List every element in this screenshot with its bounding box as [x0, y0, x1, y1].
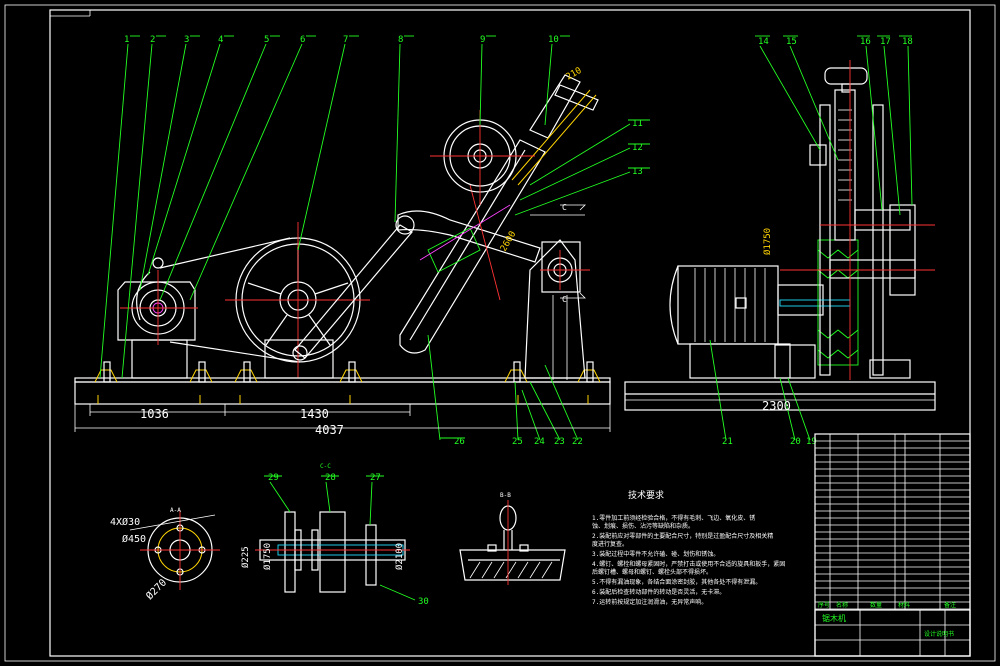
part-label: 11 — [632, 119, 643, 129]
tech-note: 蚀、划痕、损伤、沾污等缺陷和杂质。 — [592, 522, 694, 530]
section-c-mark-bottom: C — [562, 295, 567, 304]
dim-1430: 1430 — [300, 407, 329, 421]
side-view — [624, 35, 936, 441]
part-label: 6 — [300, 35, 305, 45]
drawing-subtitle: 设计说明书 — [924, 630, 954, 638]
shaft-detail — [255, 475, 416, 601]
part-label: 2 — [150, 35, 155, 45]
part-number-labels: 1 2 3 4 5 6 7 8 9 10 11 12 13 14 15 16 1… — [124, 35, 913, 607]
part-label: 5 — [264, 35, 269, 45]
part-label: 3 — [184, 35, 189, 45]
part-label: 14 — [758, 37, 769, 47]
drawing-name: 锯木机 — [822, 613, 846, 623]
dim-450: Ø450 — [122, 533, 146, 545]
dim-1036: 1036 — [140, 407, 169, 421]
flange-detail — [129, 510, 220, 590]
dim-2600: 2600 — [499, 230, 519, 254]
part-label: 22 — [572, 437, 583, 447]
part-label: 23 — [554, 437, 565, 447]
part-label: 20 — [790, 437, 801, 447]
part-label: 21 — [722, 437, 733, 447]
tech-note: 1.零件加工前须经检验合格，不得有毛刺、飞边、氧化皮、锈 — [592, 514, 755, 522]
technical-requirements: 技术要求 1.零件加工前须经检验合格，不得有毛刺、飞边、氧化皮、锈 蚀、划痕、损… — [592, 489, 785, 606]
part-label: 27 — [370, 473, 381, 483]
part-label: 7 — [343, 35, 348, 45]
tech-note: 度进行复查。 — [592, 540, 628, 548]
front-view — [74, 43, 631, 441]
part-label: 29 — [268, 473, 279, 483]
part-label: 28 — [325, 473, 336, 483]
outer-border — [4, 4, 996, 662]
section-aa-label: A-A — [170, 507, 181, 514]
dim-270: Ø270 — [144, 577, 170, 603]
part-label: 25 — [512, 437, 523, 447]
dim-2300: 2300 — [762, 399, 791, 413]
bom-head-qty: 数量 — [870, 601, 882, 609]
tech-note: 5.不得有漏油现象，各结合面涂密封胶，其他各处不得有泄漏。 — [592, 578, 761, 586]
tech-note: 2.装配前应对零部件的主要配合尺寸，特别是过盈配合尺寸及相关精 — [592, 532, 773, 540]
bom-head-name: 名称 — [836, 601, 848, 609]
section-bb — [459, 500, 566, 585]
section-cc-label: C-C — [320, 463, 331, 470]
dim-2100: Ø2100 — [394, 543, 405, 570]
part-label: 19 — [806, 437, 817, 447]
part-label: 9 — [480, 35, 485, 45]
tech-note: 3.装配过程中零件不允许磕、碰、划伤和锈蚀。 — [592, 550, 719, 558]
bom-head-index: 序号 — [818, 601, 830, 609]
tech-note: 7.运转前按规定加注润滑油，无异常声响。 — [592, 598, 707, 606]
dim-4037: 4037 — [315, 423, 344, 437]
part-label: 16 — [860, 37, 871, 47]
part-label: 30 — [418, 597, 429, 607]
part-label: 24 — [534, 437, 545, 447]
dim-210: 210 — [565, 66, 584, 83]
part-label: 10 — [548, 35, 559, 45]
section-c-mark-top: C — [562, 203, 567, 212]
tech-note: 后螺钉槽、螺母和螺钉、螺栓头部不得损坏。 — [592, 568, 712, 576]
part-label: 26 — [454, 437, 465, 447]
part-label: 18 — [902, 37, 913, 47]
tech-title: 技术要求 — [628, 489, 664, 501]
dim-225: Ø225 — [240, 546, 251, 568]
part-label: 4 — [218, 35, 223, 45]
tech-note: 6.装配后检查转动部件的转动是否灵活，无卡滞。 — [592, 588, 725, 596]
part-label: 15 — [786, 37, 797, 47]
dim-4x30: 4XØ30 — [110, 516, 140, 528]
title-block — [814, 433, 971, 657]
part-label: 13 — [632, 167, 643, 177]
part-label: 12 — [632, 143, 643, 153]
section-bb-label: B-B — [500, 492, 511, 499]
inner-border — [49, 9, 971, 657]
bom-head-material: 材料 — [898, 601, 910, 609]
part-label: 8 — [398, 35, 403, 45]
part-label: 1 — [124, 35, 129, 45]
tech-note: 4.螺钉、螺栓和螺母紧固时，严禁打击或使用不合适的旋具和扳手，紧固 — [592, 560, 785, 568]
part-label: 17 — [880, 37, 891, 47]
dim-side-1750: Ø1750 — [762, 228, 773, 255]
dim-shaft-1750: Ø1750 — [262, 543, 273, 570]
bom-head-remark: 备注 — [944, 601, 956, 609]
